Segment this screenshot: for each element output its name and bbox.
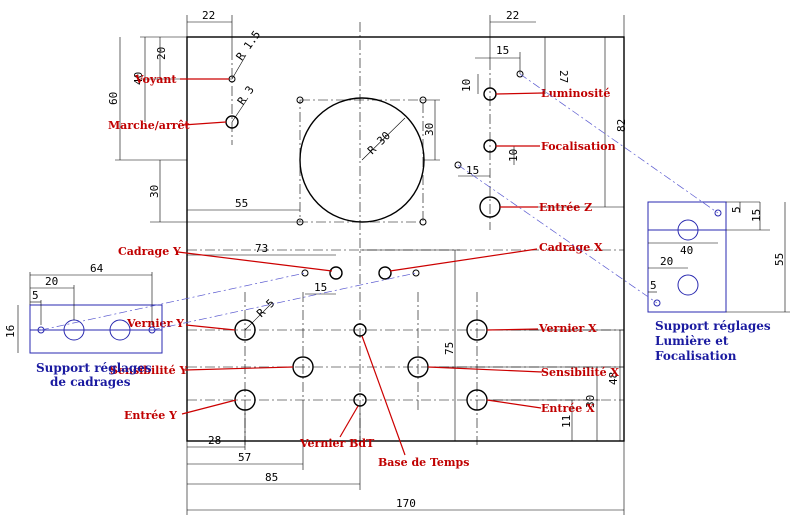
dim-55: 55 bbox=[235, 197, 248, 210]
dim-support-40: 40 bbox=[680, 244, 693, 257]
dim-r5: R 5 bbox=[254, 297, 277, 320]
support-lumiere-screw bbox=[714, 209, 722, 217]
dim-10-a: 10 bbox=[460, 79, 473, 92]
r3-leader bbox=[231, 97, 249, 123]
dim-15-top: 15 bbox=[496, 44, 509, 57]
label-base-de-temps: Base de Temps bbox=[378, 456, 469, 469]
cadrage-x-hole bbox=[378, 266, 392, 280]
caption-support-lumiere-2: Lumière et bbox=[655, 334, 729, 348]
label-sensibilite-x: Sensibilité X bbox=[541, 366, 619, 379]
r15-leader bbox=[231, 54, 247, 80]
dim-30-left: 30 bbox=[148, 185, 161, 198]
leader-lines bbox=[177, 78, 544, 456]
support-lumiere-screw bbox=[653, 299, 661, 307]
dim-82: 82 bbox=[615, 119, 628, 132]
caption-support-cadrages-1: Support réglages bbox=[36, 361, 152, 375]
dim-r30: R 30 bbox=[365, 129, 393, 157]
caption-support-lumiere-3: Focalisation bbox=[655, 349, 737, 363]
dim-support-20: 20 bbox=[45, 275, 58, 288]
dim-40: 40 bbox=[132, 72, 145, 85]
dim-support-5: 5 bbox=[32, 289, 39, 302]
dim-27: 27 bbox=[557, 70, 570, 83]
dim-73: 73 bbox=[255, 242, 268, 255]
dim-57: 57 bbox=[238, 451, 251, 464]
dim-170: 170 bbox=[396, 497, 416, 510]
dim-22-right: 22 bbox=[506, 9, 519, 22]
caption-support-lumiere-1: Support réglages bbox=[655, 319, 771, 333]
dim-support-15: 15 bbox=[750, 209, 763, 222]
support-lumiere-hole bbox=[677, 274, 699, 296]
dim-85: 85 bbox=[265, 471, 278, 484]
crt-screw-hole bbox=[419, 218, 427, 226]
dimensions: 22 22 15 27 10 82 10 15 20 40 60 bbox=[107, 9, 628, 515]
label-entree-x: Entrée X bbox=[541, 402, 595, 415]
dim-support-r5: 5 bbox=[730, 206, 743, 213]
focalisation-support-screw bbox=[454, 161, 462, 169]
panel-outline bbox=[186, 36, 625, 442]
crt-screw-hole bbox=[296, 96, 304, 104]
component-labels: Voyant Marche/arrêt Luminosité Focalisat… bbox=[108, 73, 619, 469]
label-vernier-x: Vernier X bbox=[538, 322, 597, 335]
base-temps-hole bbox=[353, 323, 367, 337]
dim-10-b: 10 bbox=[507, 149, 520, 162]
dim-support-64: 64 bbox=[90, 262, 104, 275]
vernier-bdt-hole bbox=[353, 393, 367, 407]
dim-48: 48 bbox=[607, 372, 620, 385]
r5-leader bbox=[244, 302, 273, 331]
label-voyant: Voyant bbox=[134, 73, 177, 86]
support-lumiere-plate bbox=[647, 201, 727, 313]
dim-20: 20 bbox=[155, 47, 168, 60]
dim-15-cadrage: 15 bbox=[314, 281, 327, 294]
dim-r3: R 3 bbox=[235, 84, 257, 108]
dim-11: 11 bbox=[560, 415, 573, 428]
label-entree-y: Entrée Y bbox=[124, 409, 177, 422]
label-luminosite: Luminosité bbox=[541, 87, 610, 100]
cadrage-support-screw bbox=[301, 269, 309, 277]
dim-22-left: 22 bbox=[202, 9, 215, 22]
support-cadrages: 64 20 5 16 Support réglages de cadrages bbox=[4, 262, 417, 389]
dim-75: 75 bbox=[443, 342, 456, 355]
dim-support-16: 16 bbox=[4, 325, 17, 338]
crt-radius-line bbox=[361, 117, 406, 161]
front-panel: R 30 R 1.5 R 3 R 5 bbox=[186, 22, 625, 448]
dim-30-bottom: 30 bbox=[584, 395, 597, 408]
dim-30-square: 30 bbox=[423, 123, 436, 136]
dim-support-55: 55 bbox=[773, 253, 786, 266]
label-focalisation: Focalisation bbox=[541, 140, 616, 153]
label-marche-arret: Marche/arrêt bbox=[108, 119, 191, 132]
dim-r15: R 1.5 bbox=[234, 28, 264, 63]
label-vernier-y: Vernier Y bbox=[126, 317, 184, 330]
dim-15-mid: 15 bbox=[466, 164, 479, 177]
label-cadrage-x: Cadrage X bbox=[539, 241, 603, 254]
label-entree-z: Entrée Z bbox=[539, 201, 592, 214]
dim-support-20b: 20 bbox=[660, 255, 673, 268]
cadrage-y-hole bbox=[329, 266, 343, 280]
dim-60: 60 bbox=[107, 92, 120, 105]
label-vernier-bdt: Vernier BdT bbox=[299, 437, 375, 450]
support-lumiere: 5 15 55 40 20 5 Support réglages Lumière… bbox=[457, 73, 790, 363]
support-cadrages-plate bbox=[29, 304, 163, 354]
label-sensibilite-y: Sensibilité Y bbox=[110, 364, 187, 377]
dim-28: 28 bbox=[208, 434, 221, 447]
label-cadrage-y: Cadrage Y bbox=[118, 245, 181, 258]
dim-support-5b: 5 bbox=[650, 279, 657, 292]
cadrage-support-screw bbox=[412, 269, 420, 277]
caption-support-cadrages-2: de cadrages bbox=[50, 375, 131, 389]
